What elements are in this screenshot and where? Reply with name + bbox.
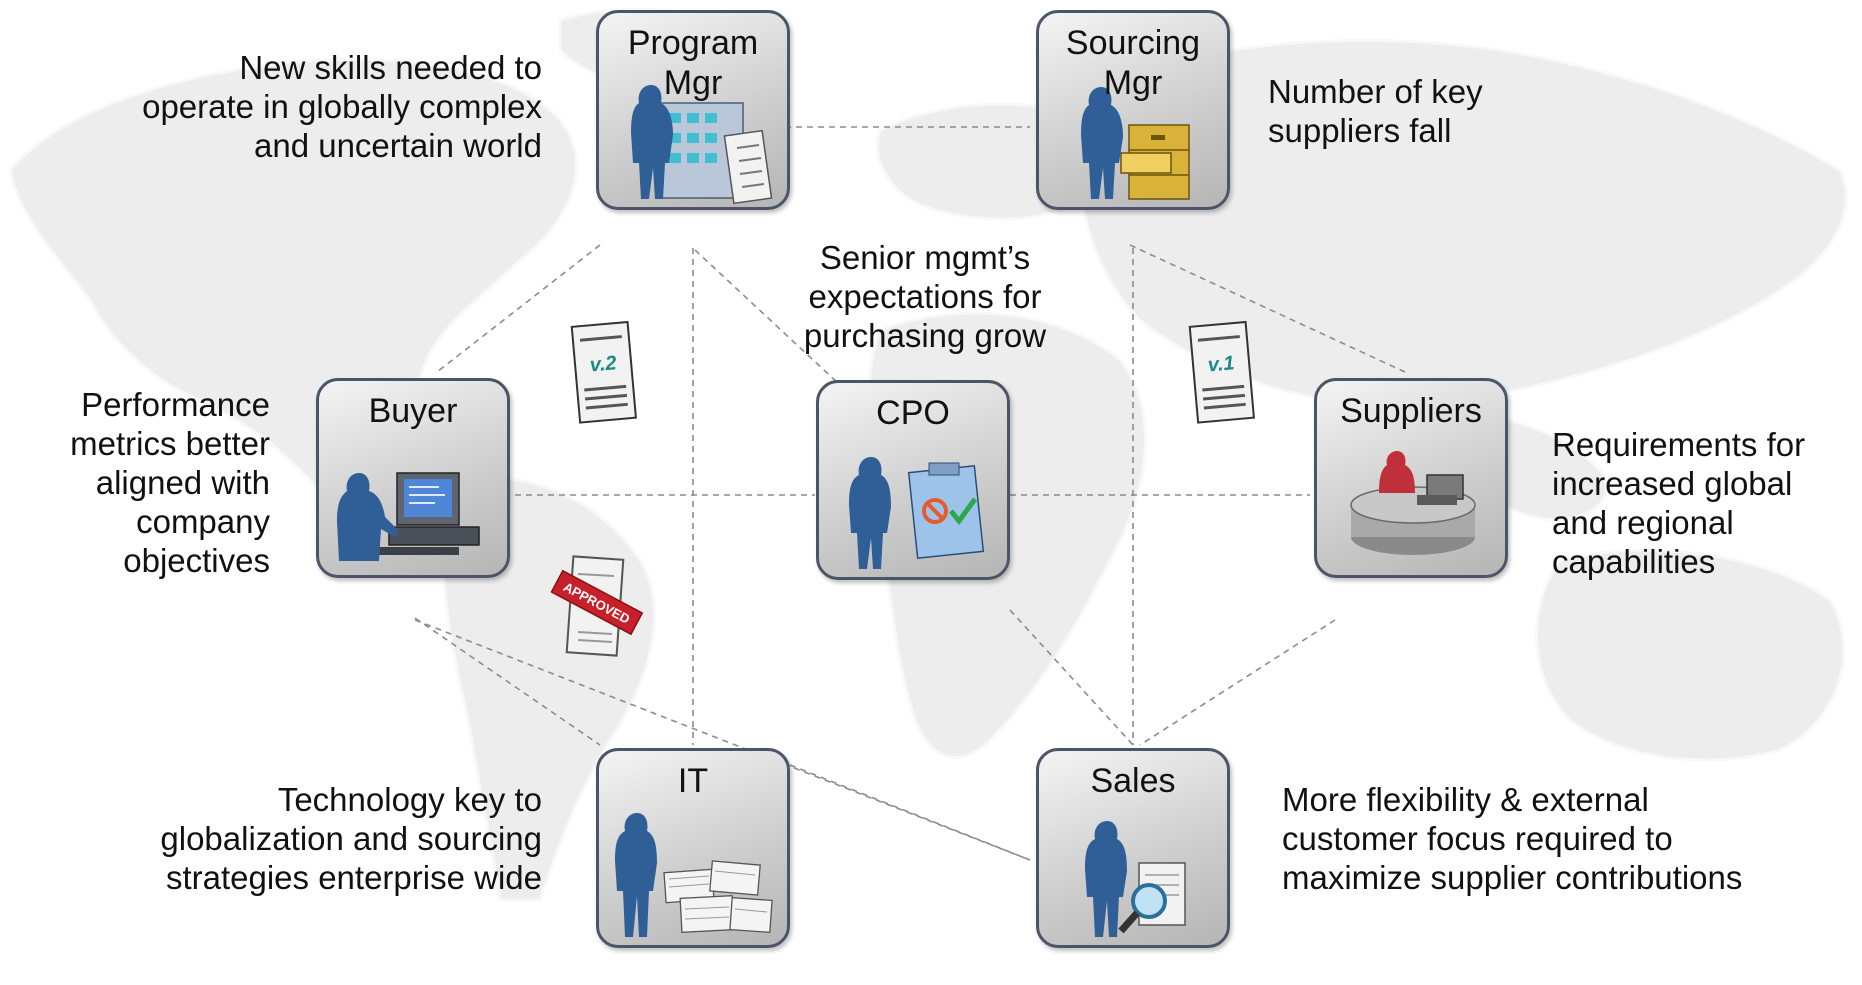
link-buyer-it [414,617,601,746]
link-program-cpo [694,249,841,386]
approved-document-icon: APPROVED [550,555,644,657]
note-sales: More flexibility & external customer foc… [1282,781,1743,896]
node-program-mgr: Program Mgr [596,10,790,210]
sourcing-mgr-filing-cabinet-icon [1081,87,1190,200]
australia-shape [1535,548,1846,762]
version-2-label: v.2 [589,352,618,376]
node-it: IT [596,748,790,948]
note-suppliers: Requirements for increased global and re… [1552,426,1806,580]
note-it: Technology key to globalization and sour… [160,781,542,896]
it-paper-stacks-icon [615,813,773,937]
buyer-computer-icon [337,472,480,561]
program-mgr-office-icon [631,85,773,205]
node-cpo-label: CPO [876,394,950,432]
version-2-document-icon: v.2 [570,320,637,424]
node-buyer: Buyer [316,378,510,578]
link-cpo-sales [1009,609,1134,746]
node-buyer-label: Buyer [368,392,458,430]
link-program-buyer [436,244,601,373]
asia-shape [1078,38,1848,406]
version-1-label: v.1 [1207,352,1236,376]
sales-magnifier-icon [1085,821,1186,937]
node-sales: Sales [1036,748,1230,948]
node-sourcing-mgr-label: Sourcing Mgr [1065,24,1201,102]
note-program-mgr: New skills needed to operate in globally… [142,49,542,164]
node-cpo: CPO [816,380,1010,580]
note-cpo: Senior mgmt’s expectations for purchasin… [803,239,1047,354]
north-america-shape [8,57,579,503]
note-buyer: Performance metrics better aligned with … [70,386,270,579]
note-sourcing-mgr: Number of key suppliers fall [1268,73,1483,149]
node-it-label: IT [677,762,709,800]
link-sourcing-suppliers [1129,244,1406,373]
suppliers-service-desk-icon [1350,451,1476,555]
node-program-mgr-label: Program Mgr [627,24,759,102]
version-1-document-icon: v.1 [1188,320,1255,424]
node-suppliers: Suppliers [1314,378,1508,578]
node-sales-label: Sales [1090,762,1176,800]
node-sourcing-mgr: Sourcing Mgr [1036,10,1230,210]
link-suppliers-sales [1139,619,1336,746]
node-suppliers-label: Suppliers [1340,392,1482,430]
cpo-checklist-icon [849,457,985,569]
